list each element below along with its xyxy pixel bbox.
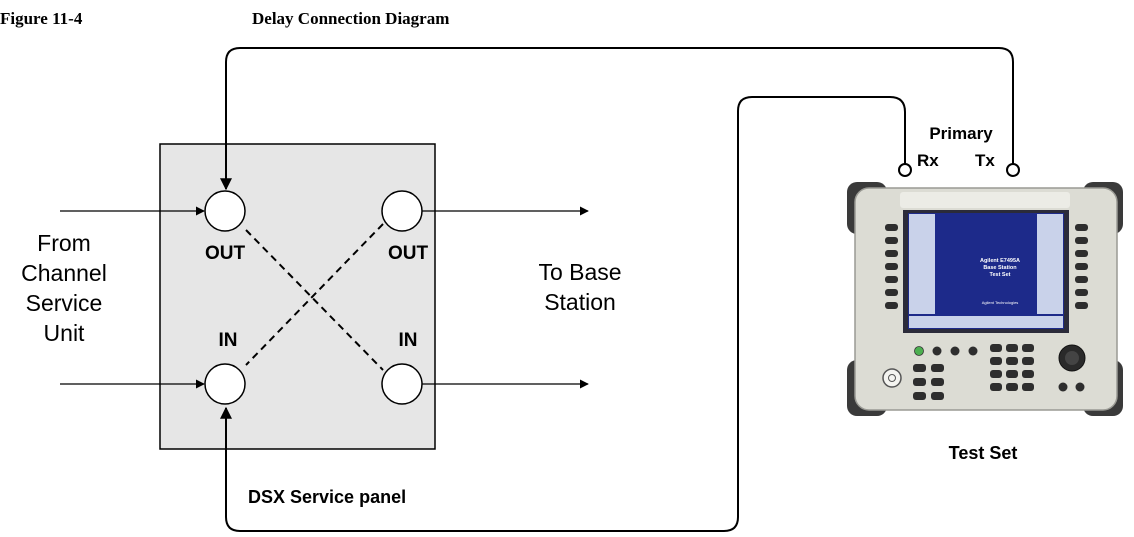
keypad-key (1022, 344, 1034, 352)
power-icon (888, 374, 896, 382)
mode-key (968, 346, 978, 356)
test-set-caption: Test Set (949, 443, 1018, 463)
keypad-key (1006, 383, 1018, 391)
panel-caption: DSX Service panel (248, 487, 406, 507)
cable-tx-to-out (220, 47, 1014, 191)
jack-in-left (204, 363, 246, 405)
primary-label: Primary (929, 124, 993, 143)
rx-label: Rx (917, 151, 939, 170)
right-softkey (1075, 276, 1088, 283)
left-label-line2: Channel (21, 260, 107, 286)
keypad-key (1022, 357, 1034, 365)
right-softkey (1075, 237, 1088, 244)
right-softkey (1075, 263, 1088, 270)
cross-connect-line-a (245, 229, 384, 371)
keypad-key (990, 357, 1002, 365)
right-label-line1: To Base (538, 259, 621, 285)
rx-port (898, 163, 912, 177)
screen-brand: Agilent Technologies (982, 300, 1019, 305)
screen-status-bar (909, 316, 1063, 328)
left-softkey (885, 289, 898, 296)
function-key (931, 364, 944, 372)
left-softkey (885, 250, 898, 257)
screen-line2: Base Station (983, 265, 1017, 271)
cable-rx-to-in (220, 96, 906, 532)
screen-right-menu (1037, 214, 1063, 314)
jack-label-out-left: OUT (205, 243, 246, 264)
right-softkey (1075, 302, 1088, 309)
mode-key (950, 346, 960, 356)
screen-line1: Agilent E7495A (980, 258, 1020, 264)
figure-title: Delay Connection Diagram (252, 9, 449, 28)
function-key (931, 378, 944, 386)
jack-out-left (204, 190, 246, 232)
left-softkey (885, 302, 898, 309)
jack-label-in-right: IN (399, 330, 418, 351)
jack-in-right (381, 363, 423, 405)
left-softkey (885, 237, 898, 244)
left-softkey (885, 263, 898, 270)
left-softkey (885, 276, 898, 283)
tx-port (1006, 163, 1020, 177)
left-softkeys (885, 224, 898, 309)
screen-line3: Test Set (990, 272, 1011, 278)
screen-left-menu (909, 214, 935, 314)
keypad-key (1006, 370, 1018, 378)
jack-label-out-right: OUT (388, 243, 429, 264)
left-label-line3: Service (26, 290, 103, 316)
cross-connect-line-b (245, 223, 384, 366)
device-top-bar (900, 192, 1070, 208)
keypad-key (1022, 383, 1034, 391)
function-key (931, 392, 944, 400)
arrow-key (1058, 382, 1068, 392)
dsx-panel (159, 143, 436, 450)
function-key (913, 378, 926, 386)
right-softkeys (1075, 224, 1088, 309)
keypad-key (1006, 344, 1018, 352)
keypad-key (1022, 370, 1034, 378)
left-label-line4: Unit (44, 320, 86, 346)
numeric-keypad (990, 344, 1034, 391)
right-softkey (1075, 224, 1088, 231)
keypad-key (1006, 357, 1018, 365)
right-softkey (1075, 289, 1088, 296)
tx-label: Tx (975, 151, 995, 170)
jack-label-in-left: IN (219, 330, 238, 351)
test-set-device: Agilent E7495A Base Station Test Set Agi… (847, 182, 1123, 416)
left-softkey (885, 224, 898, 231)
jack-out-right (381, 190, 423, 232)
function-key (913, 364, 926, 372)
right-label-line2: Station (544, 289, 616, 315)
mode-key (932, 346, 942, 356)
keypad-key (990, 383, 1002, 391)
right-softkey (1075, 250, 1088, 257)
arrow-key (1075, 382, 1085, 392)
keypad-key (990, 344, 1002, 352)
power-button (882, 368, 902, 388)
function-key (913, 392, 926, 400)
status-led (914, 346, 924, 356)
figure-number: Figure 11-4 (0, 9, 83, 28)
rotary-knob-center (1065, 351, 1079, 365)
keypad-key (990, 370, 1002, 378)
left-label-line1: From (37, 230, 91, 256)
